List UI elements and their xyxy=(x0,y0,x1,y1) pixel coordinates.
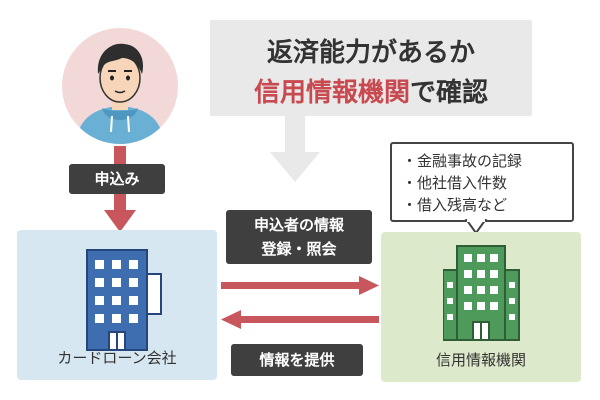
bubble-tail xyxy=(464,219,488,235)
register-line1: 申込者の情報 xyxy=(253,216,344,234)
records-bubble: 金融事故の記録 他社借入件数 借入残高など xyxy=(390,142,574,222)
apply-tag: 申込み xyxy=(69,164,165,194)
register-query-tag: 申込者の情報 登録・照会 xyxy=(226,210,372,264)
person-icon xyxy=(76,43,164,144)
register-line2: 登録・照会 xyxy=(261,240,337,258)
office-building-icon xyxy=(443,245,520,341)
headline-highlight: 信用情報機関 xyxy=(253,78,410,108)
credit-bureau-box: 信用情報機関 xyxy=(381,232,581,382)
card-loan-company-label: カードローン会社 xyxy=(57,349,177,367)
credit-bureau-label: 信用情報機関 xyxy=(435,351,526,369)
person-avatar-circle xyxy=(62,28,178,144)
office-building-icon xyxy=(86,249,162,351)
register-arrow xyxy=(221,276,379,295)
record-item: 借入残高など xyxy=(402,194,564,216)
card-loan-company-box: カードローン会社 xyxy=(17,230,217,380)
headline-line2-rest: で確認 xyxy=(410,78,489,108)
headline-line2: 信用情報機関で確認 xyxy=(210,72,532,109)
record-item: 金融事故の記録 xyxy=(402,150,564,172)
check-arrow xyxy=(270,116,320,182)
record-item: 他社借入件数 xyxy=(402,172,564,194)
provide-info-tag: 情報を提供 xyxy=(231,344,363,376)
provide-arrow xyxy=(221,310,379,329)
headline-line1: 返済能力があるか xyxy=(266,38,475,68)
headline-callout: 返済能力があるか 信用情報機関で確認 xyxy=(210,20,532,116)
